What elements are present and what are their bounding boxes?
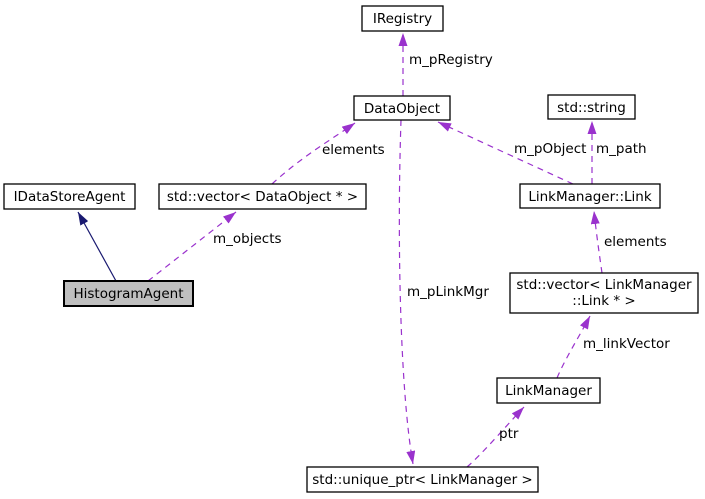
node-std-string-label: std::string <box>557 100 626 116</box>
edge-label-ptr: ptr <box>499 426 519 442</box>
edge-label-elements-dataobject: elements <box>322 142 385 158</box>
node-linkmanager-box[interactable] <box>496 377 601 404</box>
node-dataobject[interactable]: DataObject <box>353 95 451 121</box>
edge-label-m-path: m_path <box>596 141 647 157</box>
node-vector-linkmanager-link-box[interactable] <box>509 272 699 314</box>
node-vector-linkmanager-link-label-line2: ::Link * > <box>572 293 635 309</box>
node-histogramagent[interactable]: HistogramAgent <box>63 280 194 307</box>
edge-usage-elements-link <box>590 210 603 274</box>
node-unique-ptr-linkmanager[interactable]: std::unique_ptr< LinkManager > <box>306 466 539 493</box>
node-vector-linkmanager-link-label-line1: std::vector< LinkManager <box>516 277 692 293</box>
node-histogramagent-box[interactable] <box>63 280 194 307</box>
edge-inheritance-histogramagent-to-idatastoreagent <box>77 211 117 282</box>
node-iregistry[interactable]: IRegistry <box>361 5 444 32</box>
edge-label-m-plinkmgr: m_pLinkMgr <box>407 284 489 300</box>
node-linkmanager-label: LinkManager <box>505 383 592 399</box>
node-linkmanager-link-box[interactable] <box>519 183 661 209</box>
node-linkmanager-link-label: LinkManager::Link <box>528 189 652 205</box>
edge-label-m-linkvector: m_linkVector <box>583 336 670 352</box>
edge-usage-m-linkvector <box>556 315 591 379</box>
node-iregistry-box[interactable] <box>361 5 444 32</box>
node-idatastoreagent[interactable]: IDataStoreAgent <box>3 183 136 210</box>
node-vector-linkmanager-link[interactable]: std::vector< LinkManager ::Link * > <box>509 272 699 314</box>
node-linkmanager-link[interactable]: LinkManager::Link <box>519 183 661 209</box>
edge-usage-m-plinkmgr <box>398 119 416 465</box>
node-dataobject-label: DataObject <box>364 101 440 117</box>
edge-label-m-pregistry: m_pRegistry <box>409 52 493 68</box>
node-iregistry-label: IRegistry <box>373 11 432 27</box>
node-unique-ptr-linkmanager-label: std::unique_ptr< LinkManager > <box>312 472 532 488</box>
edge-usage-m-objects <box>147 211 237 282</box>
edge-label-elements-link: elements <box>604 234 667 250</box>
node-idatastoreagent-box[interactable] <box>3 183 136 210</box>
edge-usage-m-pobject <box>437 121 574 185</box>
node-vector-dataobject-label: std::vector< DataObject * > <box>167 189 358 205</box>
node-unique-ptr-linkmanager-box[interactable] <box>306 466 539 493</box>
node-vector-dataobject[interactable]: std::vector< DataObject * > <box>158 183 367 210</box>
edge-label-m-objects: m_objects <box>213 231 282 247</box>
node-idatastoreagent-label: IDataStoreAgent <box>14 189 126 205</box>
node-histogramagent-label: HistogramAgent <box>74 286 184 302</box>
node-linkmanager[interactable]: LinkManager <box>496 377 601 404</box>
node-dataobject-box[interactable] <box>353 95 451 121</box>
node-vector-dataobject-box[interactable] <box>158 183 367 210</box>
edge-usage-elements-dataobject <box>271 122 356 185</box>
node-std-string[interactable]: std::string <box>547 94 636 120</box>
node-std-string-box[interactable] <box>547 94 636 120</box>
edge-label-m-pobject: m_pObject <box>514 141 586 157</box>
